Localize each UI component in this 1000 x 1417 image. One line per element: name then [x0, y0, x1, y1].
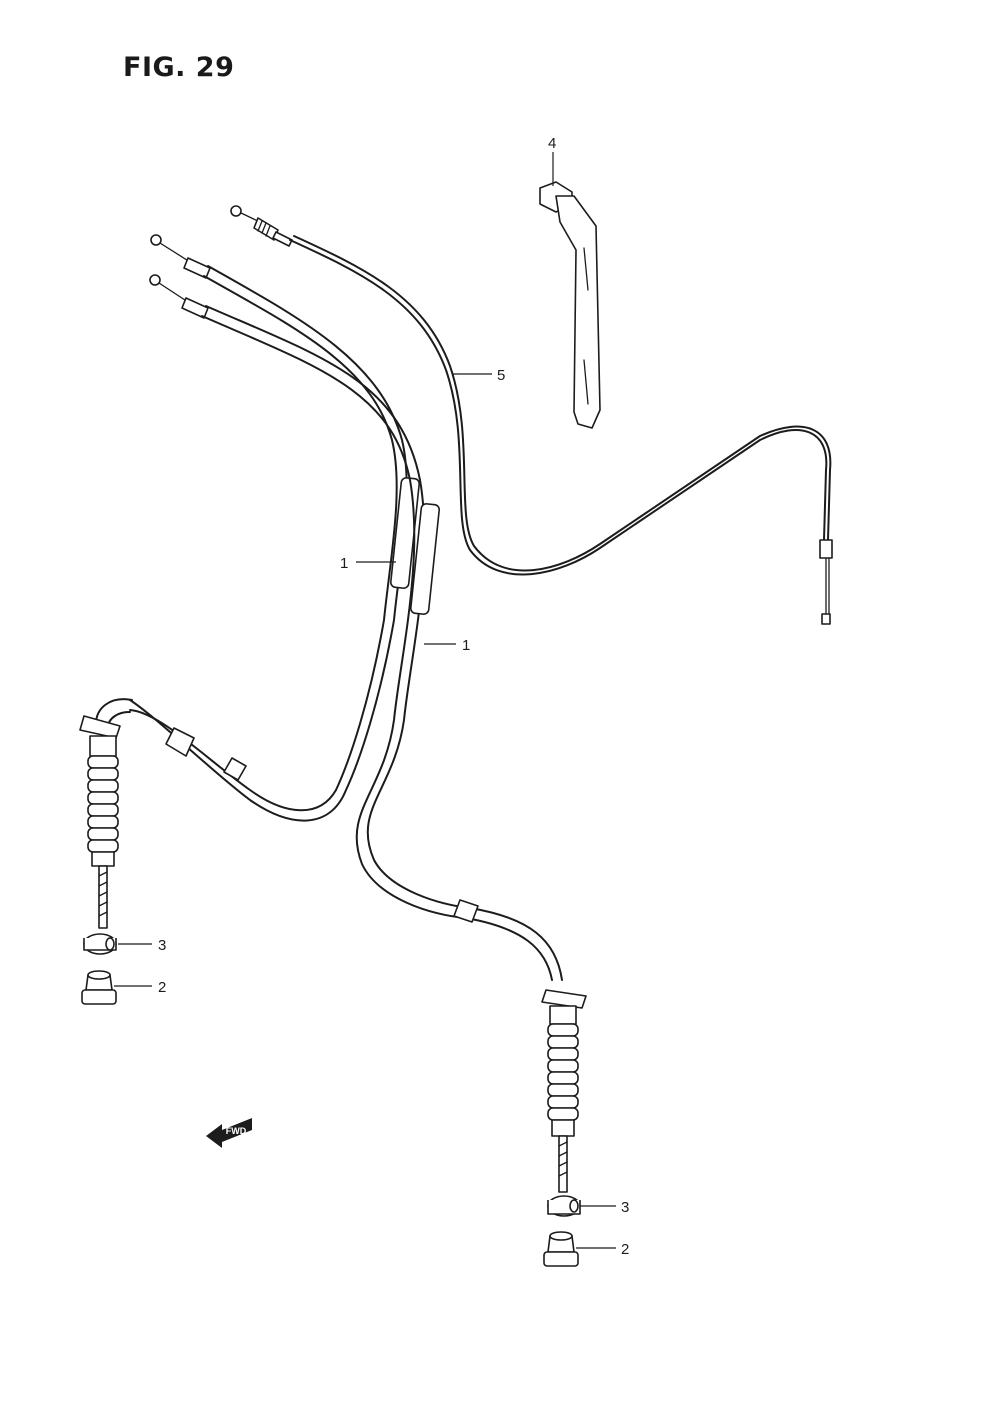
- cable-1-left-threaded-rod: [98, 865, 108, 929]
- cable-1-left-ring: [165, 727, 195, 757]
- callout-1-left: 1: [340, 555, 348, 572]
- cable-1-right-bracket: [541, 989, 587, 1009]
- part-3-right-joint: [547, 1195, 581, 1217]
- cable-1-right-ring: [453, 899, 479, 923]
- cable-1-left-boot: [87, 755, 119, 867]
- cable-1-right-boot: [547, 1023, 579, 1137]
- callout-3-right: 3: [621, 1199, 629, 1216]
- callout-5: 5: [497, 367, 505, 384]
- callout-4: 4: [548, 135, 556, 152]
- cable-5-end-fitting: [819, 539, 833, 559]
- part-2-right-pin: [543, 1231, 579, 1267]
- cable-1-right-nipple: [149, 274, 161, 286]
- part-4-cable-tie: [539, 181, 601, 429]
- cable-5-end-nipple: [230, 205, 242, 217]
- part-2-left-pin: [81, 970, 117, 1005]
- cable-1-right-end-cap: [181, 297, 209, 319]
- cable-1-left: [79, 234, 421, 929]
- cable-1-left-nipple: [150, 234, 162, 246]
- cable-1-right: [149, 274, 587, 1193]
- callout-3-left: 3: [158, 937, 166, 954]
- cable-5-adjuster: [253, 217, 293, 247]
- cable-5-end-tip: [821, 613, 831, 625]
- fwd-label: FWD: [226, 1126, 247, 1136]
- part-3-left-joint: [83, 933, 117, 955]
- cable-1-left-end-cap: [183, 257, 211, 279]
- callout-2-right: 2: [621, 1241, 629, 1258]
- cable-5: [230, 205, 833, 625]
- cable-1-right-sleeve: [409, 503, 441, 615]
- fwd-arrow-icon: FWD: [206, 1118, 252, 1148]
- callout-2-left: 2: [158, 979, 166, 996]
- figure-title: FIG. 29: [123, 52, 235, 83]
- cable-1-left-bracket: [79, 715, 121, 739]
- callout-1-right: 1: [462, 637, 470, 654]
